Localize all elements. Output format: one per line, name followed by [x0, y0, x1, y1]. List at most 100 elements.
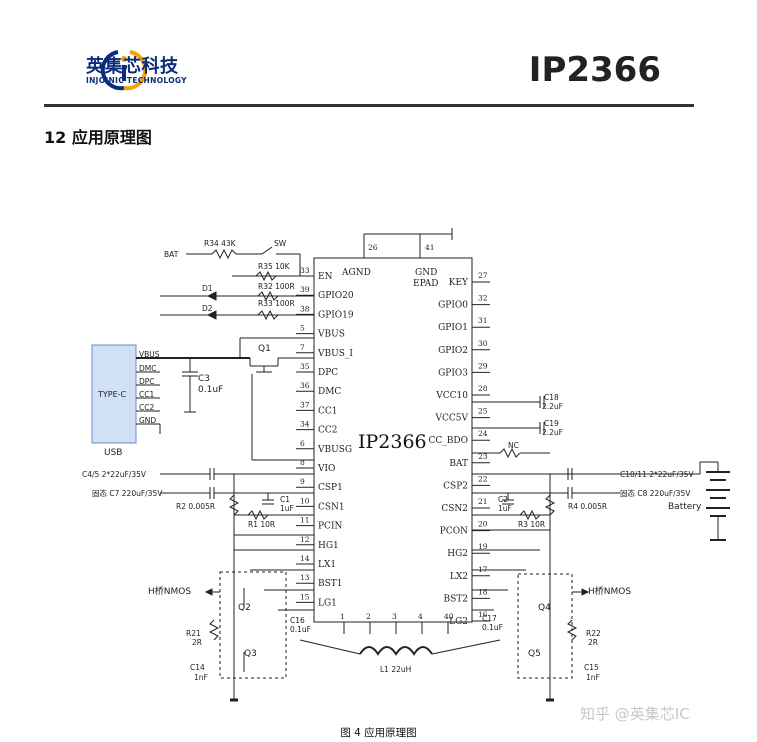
ic-pin-name: VCC5V — [435, 414, 469, 424]
ic-pin-number: 20 — [478, 520, 488, 529]
ic-pin-number: 13 — [300, 573, 310, 582]
r21-value: 2R — [192, 638, 202, 647]
c8-label: 固态 C8 220uF/35V — [620, 488, 691, 498]
c18-value: 2.2uF — [542, 402, 563, 411]
c19-value: 2.2uF — [542, 428, 563, 437]
ic-pin-name: GPIO2 — [438, 346, 468, 356]
ic-pin-name: HG1 — [318, 541, 339, 551]
ic-pin-name: BAT — [449, 459, 468, 469]
ic-pin-name: GPIO1 — [438, 323, 468, 333]
ic-pin-number: 24 — [478, 429, 488, 438]
ic-pin-name: CC2 — [318, 426, 338, 436]
hbridge-right-label: H桥NMOS — [588, 585, 631, 597]
chip-title: IP2366 — [528, 50, 661, 90]
r22-value: 2R — [588, 638, 598, 647]
ic-pin-name: EN — [318, 272, 333, 282]
ic-pin-name: LX1 — [318, 560, 336, 570]
sw-label: SW — [274, 239, 287, 248]
ic-pin-name: CSN2 — [441, 504, 468, 514]
c15-value: 1nF — [586, 673, 600, 682]
r33-label: R33 100R — [258, 299, 295, 308]
usb-gnd-label: GND — [139, 416, 156, 425]
ic-pin-name: LG1 — [318, 598, 337, 608]
q4-label: Q4 — [538, 603, 551, 613]
q1-label: Q1 — [258, 344, 271, 354]
battery-label: Battery — [668, 502, 702, 512]
c16-label: C16 — [290, 616, 305, 625]
ic-pin-number: 19 — [478, 542, 488, 551]
pin-epad: EPAD — [413, 279, 439, 289]
ic-pin-name: BST2 — [443, 594, 468, 604]
nc-label: NC — [508, 441, 519, 450]
usb-cc1-label: CC1 — [139, 390, 154, 399]
q2-label: Q2 — [238, 603, 251, 613]
c14-value: 1nF — [194, 673, 208, 682]
c15-label: C15 — [584, 663, 599, 672]
ic-pin-number: 23 — [478, 452, 488, 461]
ic-pin-name: GPIO3 — [438, 368, 468, 378]
logo-english-name: INJOINIC TECHNOLOGY — [86, 76, 187, 85]
d2-label: D2 — [202, 304, 213, 313]
c19-label: C19 — [544, 419, 559, 428]
c1011-label: C10/11 2*22uF/35V — [620, 470, 694, 479]
ic-pin-name: VBUS_I — [317, 349, 353, 359]
ic-pin-name: VBUSG — [317, 445, 352, 455]
logo-chinese-name: 英集芯科技 — [86, 56, 179, 77]
ic-pin-number: 31 — [478, 316, 488, 325]
ic-pin-number: 11 — [300, 516, 310, 525]
ic-pin-name: VIO — [317, 464, 335, 474]
zhihu-watermark: 知乎 @英集芯IC — [580, 705, 690, 723]
ic-pin-name: CSN1 — [318, 502, 345, 512]
header-divider — [44, 104, 694, 107]
c1-label: C1 — [280, 495, 290, 504]
pin-gnd: GND — [415, 268, 437, 278]
c3-value: 0.1uF — [198, 385, 223, 395]
usb-vbus-label: VBUS — [139, 350, 160, 359]
pin-num-26: 26 — [368, 243, 378, 252]
ic-pin-name: PCON — [440, 527, 468, 537]
c18-label: C18 — [544, 393, 559, 402]
ic-pin-number: 4 — [418, 612, 423, 621]
ic-left-pins: 33EN39GPIO2038GPIO195VBUS7VBUS_I35DPC36D… — [296, 266, 354, 608]
r2-label: R2 0.005R — [176, 502, 215, 511]
r4-label: R4 0.005R — [568, 502, 607, 511]
r22-label: R22 — [586, 629, 601, 638]
c2-value: 1uF — [498, 504, 512, 513]
ic-pin-number: 10 — [300, 496, 310, 505]
ic-pin-number: 16 — [478, 610, 488, 619]
ic-pin-number: 9 — [300, 477, 305, 486]
l1-label: L1 22uH — [380, 665, 411, 674]
ic-pin-number: 29 — [478, 361, 488, 370]
ic-pin-number: 36 — [300, 381, 310, 390]
ic-pin-number: 15 — [300, 592, 310, 601]
usb-typec-connector — [91, 344, 137, 444]
c2-label: C2 — [498, 495, 508, 504]
ic-pin-name: HG2 — [447, 549, 468, 559]
ic-pin-number: 32 — [478, 294, 488, 303]
usb-dmc-label: DMC — [139, 364, 156, 373]
ic-pin-name: GPIO20 — [318, 291, 354, 301]
c1-value: 1uF — [280, 504, 294, 513]
ic-pin-number: 17 — [478, 565, 488, 574]
usb-dpc-label: DPC — [139, 377, 155, 386]
c16-value: 0.1uF — [290, 625, 311, 634]
r1-label: R1 10R — [248, 520, 275, 529]
ic-right-pins: 27KEY32GPIO031GPIO130GPIO229GPIO328VCC10… — [429, 271, 490, 627]
ic-pin-name: GPIO0 — [438, 301, 468, 311]
ic-pin-number: 14 — [300, 554, 310, 563]
ic-name: IP2366 — [358, 431, 427, 453]
q3-label: Q3 — [244, 649, 257, 659]
ic-pin-name: VCC10 — [435, 391, 468, 401]
ic-pin-number: 33 — [300, 266, 310, 275]
ic-pin-name: KEY — [449, 278, 469, 288]
pin-num-41: 41 — [425, 243, 435, 252]
ic-pin-number: 22 — [478, 474, 488, 483]
company-logo — [100, 50, 148, 91]
ic-pin-name: LG2 — [449, 617, 468, 627]
d1-label: D1 — [202, 284, 213, 293]
ic-pin-name: DMC — [318, 387, 341, 397]
section-title: 12 应用原理图 — [44, 128, 152, 147]
ic-pin-number: 40 — [444, 612, 454, 621]
